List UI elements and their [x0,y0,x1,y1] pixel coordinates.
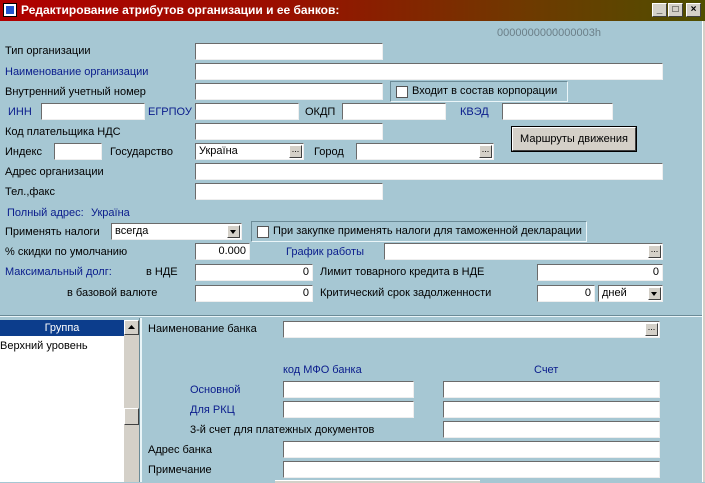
address-field[interactable] [195,163,663,180]
rkc-account-field[interactable] [443,401,660,418]
bank-note-label: Примечание [148,464,212,476]
index-label: Индекс [5,146,42,158]
bank-name-field[interactable]: ... [283,321,660,338]
egrpou-label: ЕГРПОУ [148,106,192,118]
in-nde-label: в НДЕ [146,266,178,278]
critical-term-unit-select[interactable]: дней [598,285,663,302]
window-title: Редактирование атрибутов организации и е… [21,3,340,17]
city-browse-button[interactable]: ... [479,145,492,158]
group-list[interactable] [0,320,124,482]
vat-payer-code-label: Код плательщика НДС [5,126,121,138]
inn-label: ИНН [8,106,32,118]
group-list-scrollbar[interactable] [124,320,139,482]
scroll-up-button[interactable] [124,320,139,335]
corporation-checkbox[interactable] [396,86,408,98]
close-button[interactable]: × [686,3,701,17]
default-discount-label: % скидки по умолчанию [5,246,128,258]
full-address-label: Полный адрес: [7,207,84,219]
bank-note-field[interactable] [283,461,660,478]
rkc-mfo-field[interactable] [283,401,414,418]
vat-payer-code-field[interactable] [195,123,383,140]
arrow-up-icon [128,325,135,329]
max-debt-base-field[interactable]: 0 [195,285,313,302]
full-address-value: Україна [91,207,130,219]
phone-fax-label: Тел.,факс [5,186,55,198]
chevron-down-icon[interactable] [648,287,661,300]
bank-name-browse-button[interactable]: ... [645,323,658,336]
okdp-field[interactable] [342,103,446,120]
apply-taxes-value: всегда [115,225,149,237]
city-label: Город [314,146,344,158]
work-schedule-label: График работы [286,246,364,258]
org-name-label: Наименование организации [5,66,149,78]
address-label: Адрес организации [5,166,104,178]
internal-number-field[interactable] [195,83,383,100]
third-account-label: 3-й счет для платежных документов [190,424,375,436]
splitter[interactable] [139,318,142,482]
work-schedule-browse-button[interactable]: ... [648,245,661,258]
critical-term-unit-value: дней [602,287,627,299]
account-header: Счет [534,364,559,376]
egrpou-field[interactable] [195,103,299,120]
kved-field[interactable] [502,103,613,120]
country-value: Україна [199,145,238,157]
apply-taxes-select[interactable]: всегда [111,223,242,240]
customs-taxes-checkbox[interactable] [257,226,269,238]
window-frame [702,21,705,482]
in-base-currency-label: в базовой валюте [67,287,158,299]
city-field[interactable]: ... [356,143,494,160]
work-schedule-field[interactable]: ... [384,243,663,260]
credit-limit-label: Лимит товарного кредита в НДЕ [320,266,485,278]
group-list-header: Группа [0,320,124,336]
country-field[interactable]: Україна ... [195,143,304,160]
bank-address-label: Адрес банка [148,444,212,456]
max-debt-nde-field[interactable]: 0 [195,264,313,281]
mfo-header: код МФО банка [283,364,362,376]
main-bank-label: Основной [190,384,241,396]
org-name-field[interactable] [195,63,663,80]
chevron-down-icon[interactable] [227,225,240,238]
phone-fax-field[interactable] [195,183,383,200]
record-id: 0000000000000003h [497,27,602,39]
max-debt-label: Максимальный долг: [5,266,112,278]
critical-term-label: Критический срок задолженности [320,287,492,299]
corporation-group: Входит в состав корпорации [390,81,568,102]
internal-number-label: Внутренний учетный номер [5,86,146,98]
rkc-label: Для РКЦ [190,404,235,416]
customs-taxes-group: При закупке применять налоги для таможен… [251,221,587,242]
section-divider [0,315,705,317]
bank-name-label: Наименование банка [148,323,257,335]
credit-limit-field[interactable]: 0 [537,264,663,281]
inn-field[interactable] [41,103,145,120]
title-bar: Редактирование атрибутов организации и е… [0,0,705,21]
critical-term-field[interactable]: 0 [537,285,595,302]
main-mfo-field[interactable] [283,381,414,398]
corporation-label: Входит в состав корпорации [412,85,558,97]
list-item[interactable]: Верхний уровень [0,340,88,352]
default-discount-field[interactable]: 0.000 [195,243,250,260]
main-account-field[interactable] [443,381,660,398]
country-label: Государство [110,146,174,158]
okdp-label: ОКДП [305,106,336,118]
maximize-button[interactable]: □ [668,3,683,17]
app-icon [3,3,17,17]
org-type-field[interactable] [195,43,383,60]
customs-taxes-label: При закупке применять налоги для таможен… [273,225,582,237]
index-field[interactable] [54,143,102,160]
org-type-label: Тип организации [5,45,91,57]
apply-taxes-label: Применять налоги [5,226,100,238]
third-account-field[interactable] [443,421,660,438]
routes-button[interactable]: Маршруты движения [512,127,636,151]
bank-address-field[interactable] [283,441,660,458]
country-browse-button[interactable]: ... [289,145,302,158]
scroll-thumb[interactable] [124,408,139,425]
minimize-button[interactable]: _ [652,3,667,17]
kved-label: КВЭД [460,106,489,118]
